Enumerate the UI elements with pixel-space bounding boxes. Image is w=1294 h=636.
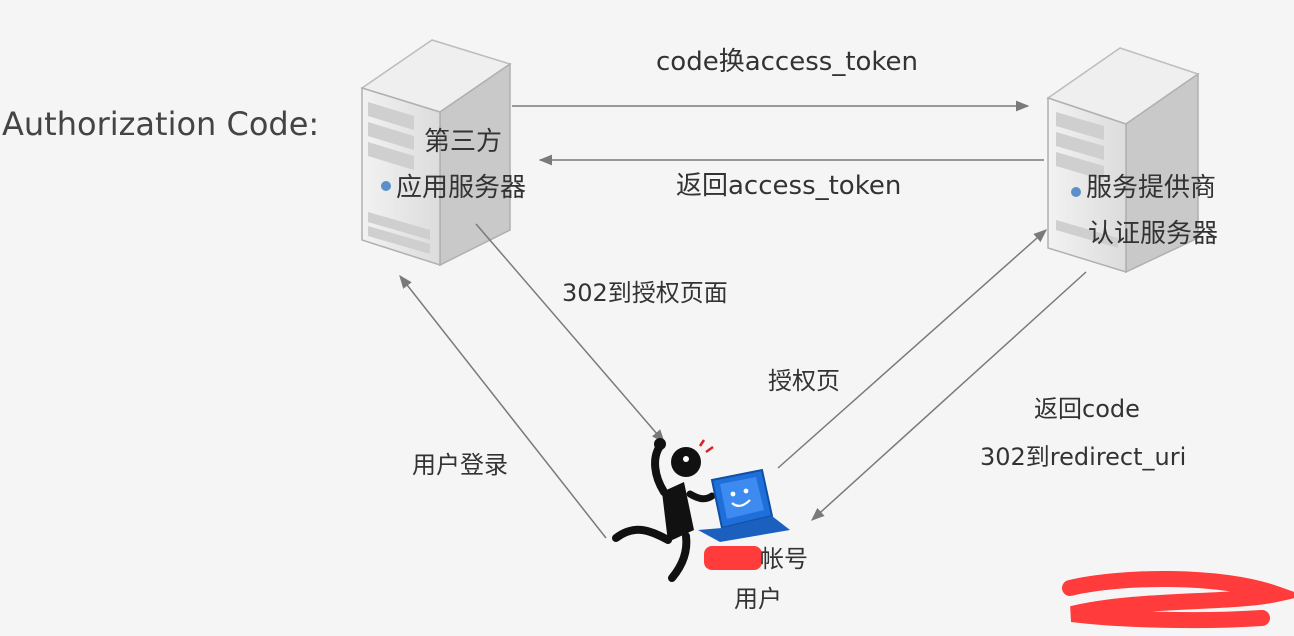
- person-icon: [612, 438, 716, 582]
- client-server-label-2: 应用服务器: [396, 173, 527, 203]
- user-account-label: 帐号: [760, 545, 808, 573]
- diagram-title: Authorization Code:: [2, 105, 320, 143]
- edge-label-return-code-1: 返回code: [1034, 395, 1140, 423]
- arrow-auth-page: [777, 229, 1048, 469]
- edge-label-return-token: 返回access_token: [676, 171, 902, 201]
- user-label: 用户: [734, 585, 782, 613]
- client-server-icon: [360, 39, 512, 267]
- arrow-return-code: [810, 271, 1087, 521]
- edge-label-code-exchange: code换access_token: [656, 47, 919, 77]
- auth-server-icon: [1046, 47, 1200, 274]
- edge-label-return-code-2: 302到redirect_uri: [980, 443, 1187, 471]
- edge-label-redirect-auth: 302到授权页面: [562, 279, 728, 307]
- arrow-redirect-auth: [475, 223, 665, 444]
- client-server-label-1: 第三方: [424, 127, 503, 157]
- auth-server-label-2: 认证服务器: [1088, 219, 1219, 249]
- redaction-mark: [704, 546, 1294, 629]
- arrow-user-login: [399, 274, 607, 539]
- laptop-icon: [698, 468, 790, 542]
- edge-label-auth-page: 授权页: [768, 367, 840, 395]
- alert-mark: [698, 439, 706, 447]
- auth-server-label-1: 服务提供商: [1086, 173, 1217, 203]
- edge-label-user-login: 用户登录: [412, 451, 508, 479]
